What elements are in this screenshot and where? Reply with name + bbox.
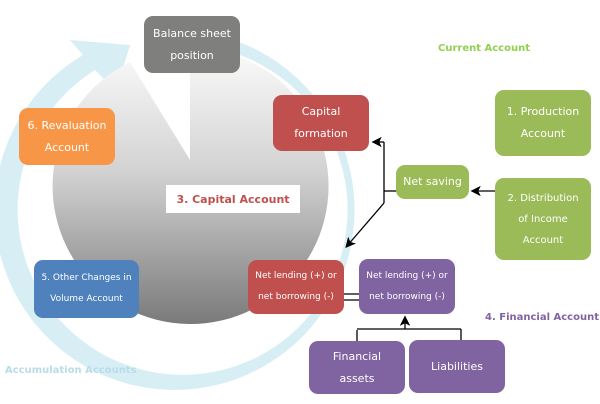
net-lending-capital-line1: Net lending (+) or — [255, 271, 337, 281]
financial-assets-box[interactable]: Financial assets — [309, 341, 405, 394]
revaluation-line1: 6. Revaluation — [27, 118, 107, 132]
other-changes-volume-account-box[interactable]: 5. Other Changes in Volume Account — [34, 260, 139, 318]
distribution-line3: Account — [522, 234, 564, 246]
capital-account-label: 3. Capital Account — [176, 192, 290, 206]
production-line1: 1. Production — [506, 105, 580, 118]
net-lending-financial-line1: Net lending (+) or — [366, 270, 448, 281]
net-saving-label: Net saving — [403, 175, 462, 188]
distribution-line2: of Income — [518, 213, 568, 225]
net-lending-financial-line2: net borrowing (-) — [369, 291, 445, 302]
balance-sheet-position-box[interactable]: Balance sheet position — [144, 16, 240, 73]
other-changes-line1: 5. Other Changes in — [41, 273, 132, 283]
capital-formation-box[interactable]: Capital formation — [273, 95, 369, 151]
net-lending-capital-line2: net borrowing (-) — [258, 292, 334, 302]
current-account-label: Current Account — [438, 43, 530, 54]
capital-formation-line2: formation — [294, 127, 348, 140]
accumulation-accounts-label: Accumulation Accounts — [5, 365, 137, 376]
edge-netsaving-to-netlending — [345, 202, 385, 248]
other-changes-line2: Volume Account — [50, 294, 123, 304]
production-account-box[interactable]: 1. Production Account — [495, 90, 591, 156]
capital-account-label-plate: 3. Capital Account — [166, 185, 300, 213]
balance-sheet-line1: Balance sheet — [153, 26, 231, 40]
distribution-line1: 2. Distribution — [507, 192, 579, 204]
connectors — [343, 136, 495, 342]
revaluation-line2: Account — [44, 140, 90, 154]
balance-sheet-line2: position — [170, 48, 214, 62]
capital-formation-line1: Capital — [301, 105, 341, 118]
liabilities-label: Liabilities — [431, 359, 483, 373]
net-saving-box[interactable]: Net saving — [396, 165, 469, 199]
distribution-income-account-box[interactable]: 2. Distribution of Income Account — [495, 178, 591, 260]
net-lending-financial-box[interactable]: Net lending (+) or net borrowing (-) — [359, 259, 455, 314]
financial-assets-line1: Financial — [332, 349, 382, 363]
revaluation-account-box[interactable]: 6. Revaluation Account — [19, 108, 115, 165]
financial-account-label: 4. Financial Account — [485, 312, 599, 323]
production-line2: Account — [520, 127, 566, 140]
liabilities-box[interactable]: Liabilities — [409, 340, 505, 393]
net-lending-capital-box[interactable]: Net lending (+) or net borrowing (-) — [248, 260, 344, 314]
financial-assets-line2: assets — [339, 371, 375, 385]
